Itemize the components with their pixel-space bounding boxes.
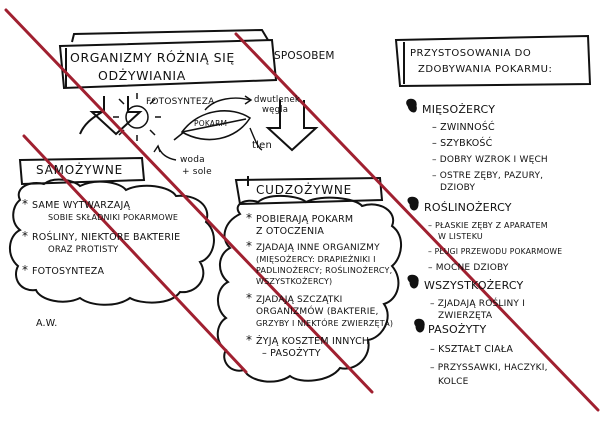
het-item-1-line2: z otoczenia xyxy=(256,226,325,237)
het-asterisk-3: * xyxy=(246,291,253,305)
parasites-detail-3: kolce xyxy=(438,377,469,387)
arrow-to-autotrophs xyxy=(79,96,143,136)
het-item-4-line2: – pasożyty xyxy=(262,348,321,359)
carnivores-detail-3: – dobry wzrok i węch xyxy=(432,155,548,165)
het-item-3-line1: Zjadają szczątki xyxy=(256,295,343,305)
het-asterisk-2: * xyxy=(246,239,253,253)
group-parasites-name: Pasożyty xyxy=(428,323,487,336)
title-line1-continued: sposobem xyxy=(274,50,335,62)
omnivores-detail-1: – zjadają rośliny i xyxy=(430,299,526,309)
het-item-3-line2: organizmów (bakterie, xyxy=(256,307,379,317)
label-co2-line1: dwutlenek xyxy=(254,95,300,105)
group-omnivores-name: Wszystkożercy xyxy=(424,279,524,292)
herbivores-detail-3: – pługi przewodu pokarmowe xyxy=(428,247,563,256)
carnivores-detail-4: – ostre zęby, pazury, xyxy=(432,171,544,181)
title-banner xyxy=(58,28,278,90)
asterisk-2: * xyxy=(22,229,29,243)
parasites-detail-2: – przyssawki, haczyki, xyxy=(430,363,548,373)
group-carnivores-name: Mięsożercy xyxy=(422,103,496,116)
label-oxygen: tlen xyxy=(252,140,272,151)
heterotrophs-heading: Cudzożywne xyxy=(256,183,353,197)
herbivores-detail-4: – mocne dzioby xyxy=(428,263,509,273)
omnivores-detail-2: zwierzęta xyxy=(438,311,493,321)
autotrophs-label-box xyxy=(18,156,146,186)
het-item-3-line3: grzyby i niektóre zwierzęta) xyxy=(256,319,394,328)
het-item-2-line4: wszystkożercy) xyxy=(256,277,333,286)
adaptations-heading-line1: Przystosowania do xyxy=(410,48,532,59)
carnivores-detail-5: dzioby xyxy=(440,183,476,193)
autotrophs-item-2-line2: oraz protisty xyxy=(48,245,119,255)
het-item-2-line1: Zjadają inne organizmy xyxy=(256,243,380,253)
herbivores-detail-1: – płaskie zęby z aparatem xyxy=(428,221,548,230)
autotrophs-item-2-line1: Rośliny, niektóre bakterie xyxy=(32,232,181,243)
heterotrophs-cloud xyxy=(216,195,402,383)
adaptations-heading-box xyxy=(394,34,592,88)
carnivores-detail-2: – szybkość xyxy=(432,138,493,149)
asterisk-3: * xyxy=(22,263,29,277)
autotrophs-heading: Samożywne xyxy=(36,163,124,177)
autotrophs-item-3-line1: Fotosynteza xyxy=(32,266,105,277)
het-asterisk-4: * xyxy=(246,333,253,347)
label-food: pokarm xyxy=(194,119,228,128)
parasites-detail-1: – kształt ciała xyxy=(430,344,514,355)
autotrophs-item-1-line1: Same wytwarzają xyxy=(32,200,131,211)
strike-lines xyxy=(4,8,600,412)
leaf-icon xyxy=(173,110,252,141)
label-photosynthesis: fotosynteza xyxy=(146,97,215,107)
asterisk-1: * xyxy=(22,197,29,211)
label-co2-line2: węgla xyxy=(262,105,289,115)
group-herbivores-name: Roślinożercy xyxy=(424,201,512,214)
het-item-4-line1: Żyją kosztem innych xyxy=(256,336,370,347)
autotrophs-cloud xyxy=(9,178,215,306)
het-item-2-line2: (mięsożercy: drapieżniki i xyxy=(256,255,376,264)
author-initials: A.W. xyxy=(36,318,58,329)
label-water-line1: woda xyxy=(180,155,205,165)
carnivores-detail-1: – zwinność xyxy=(432,122,495,133)
arrow-to-heterotrophs xyxy=(265,100,319,152)
adaptations-heading-line2: zdobywania pokarmu: xyxy=(418,64,553,75)
autotrophs-item-1-line2: sobie składniki pokarmowe xyxy=(48,213,179,222)
small-arrows xyxy=(153,95,263,161)
title-line2: odżywiania xyxy=(98,68,186,83)
het-item-2-line3: padlinożercy; roślinożercy, xyxy=(256,266,393,275)
group-bullets xyxy=(406,98,425,333)
herbivores-detail-2: w listeku xyxy=(438,232,483,241)
heterotrophs-label-box xyxy=(234,176,384,206)
title-line1: Organizmy różnią się xyxy=(70,50,235,65)
het-item-1-line1: Pobierają pokarm xyxy=(256,214,354,225)
het-asterisk-1: * xyxy=(246,211,253,225)
label-water-line2: + sole xyxy=(182,167,212,177)
